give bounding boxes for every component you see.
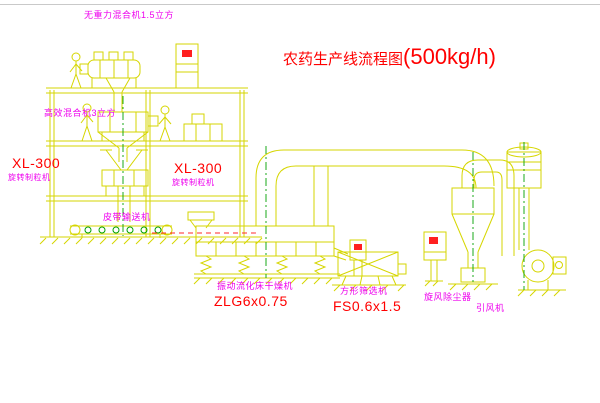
fluid-bed-dryer-drawing bbox=[187, 211, 349, 285]
label-fan: 引风机 bbox=[476, 303, 505, 313]
diagram-title-capacity: (500kg/h) bbox=[403, 44, 496, 69]
label-sieve-name: 方形筛选机 bbox=[340, 286, 388, 296]
building-frame-drawing bbox=[39, 87, 263, 245]
label-high-mixer: 高效混合机3立方 bbox=[44, 108, 117, 118]
belt-conveyor-drawing bbox=[69, 224, 173, 238]
label-gravity-mixer: 无重力混合机1.5立方 bbox=[84, 10, 175, 20]
high-mixer-drawing bbox=[97, 111, 159, 162]
conveyor-rollers bbox=[84, 226, 162, 234]
exhaust-duct-drawing bbox=[255, 149, 495, 226]
label-sieve-model: FS0.6x1.5 bbox=[333, 298, 402, 314]
label-granulator-center-name: 旋转制粒机 bbox=[172, 178, 215, 187]
label-belt-conveyor: 皮带输送机 bbox=[103, 212, 151, 222]
square-sieve-drawing bbox=[332, 251, 407, 292]
label-granulator-left-model: XL-300 bbox=[12, 155, 61, 171]
fan-drawing bbox=[517, 249, 567, 297]
diagram-title-text: 农药生产线流程图 bbox=[283, 51, 404, 68]
cyclone-drawing bbox=[448, 159, 515, 291]
label-cyclone: 旋风除尘器 bbox=[424, 292, 472, 302]
label-dryer-model: ZLG6x0.75 bbox=[214, 293, 288, 309]
label-dryer-name: 振动流化床干燥机 bbox=[217, 281, 294, 291]
control-panel-right-drawing bbox=[423, 231, 447, 287]
window-edge-line bbox=[0, 4, 600, 5]
control-cabinet-top-drawing bbox=[175, 43, 199, 89]
center-granulator-drawing bbox=[183, 113, 223, 142]
control-panel-mid-drawing bbox=[349, 239, 367, 276]
label-granulator-left-name: 旋转制粒机 bbox=[8, 173, 51, 182]
worker-figures bbox=[69, 52, 172, 142]
centerlines-drawing bbox=[122, 96, 525, 290]
label-granulator-center-model: XL-300 bbox=[174, 160, 223, 176]
left-granulator-drawing bbox=[100, 149, 149, 222]
gravity-mixer-drawing bbox=[79, 51, 141, 112]
diagram-title: 农药生产线流程图(500kg/h) bbox=[283, 46, 496, 68]
